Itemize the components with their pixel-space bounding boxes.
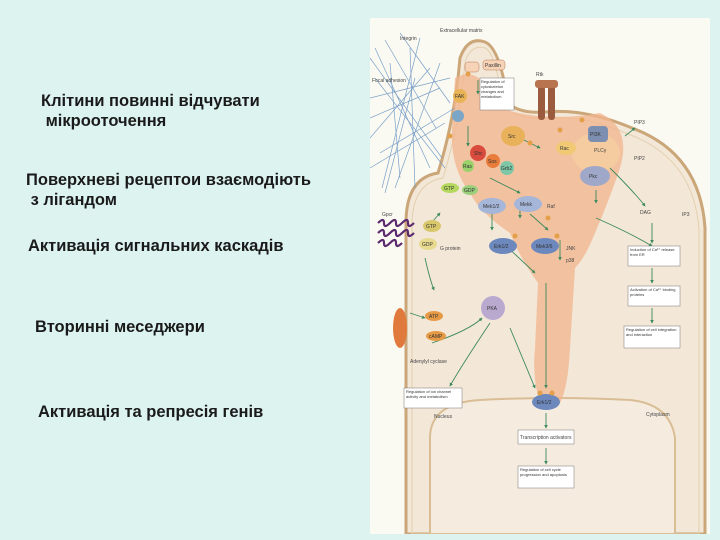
grb2-label: Grb2 bbox=[501, 166, 512, 172]
rtk-receptor bbox=[535, 80, 558, 120]
pathway-arrows bbox=[409, 80, 654, 465]
cytoplasm-label: Cytoplasm bbox=[646, 412, 670, 418]
transcription-box: Transcription activators bbox=[520, 435, 572, 441]
extracellular-matrix-label: Extracellular matrix bbox=[440, 28, 483, 34]
bullet-second-messengers: Вторинні меседжери bbox=[35, 318, 205, 336]
rac-label: Rac bbox=[560, 146, 569, 152]
gtp-label-top: GTP bbox=[444, 186, 455, 192]
signaling-pathway-figure: Rtk Gpcr Adenylyl cyclase Integrin Extr bbox=[370, 18, 710, 534]
cell-cycle-box: Regulation of cell cycle progression and… bbox=[520, 467, 567, 477]
ras-label: Ras bbox=[463, 164, 472, 170]
pip3-label: PIP3 bbox=[634, 120, 645, 126]
mekk-label: Mekk bbox=[520, 202, 532, 208]
mek12-label: Mek1/2 bbox=[483, 204, 500, 210]
focal-adhesion-label: Focal adhesion bbox=[372, 78, 406, 84]
rtk-label: Rtk bbox=[536, 72, 544, 78]
adenylyl-cyclase-shape bbox=[393, 308, 407, 348]
bullet-signaling-cascades: Активація сигнальних каскадів bbox=[28, 237, 284, 255]
raf-label: Raf bbox=[547, 204, 555, 210]
ca-release-box: Induction of Ca²⁺ release from ER bbox=[630, 247, 675, 257]
cell-integration-box: Regulation of cell integration and inter… bbox=[626, 327, 677, 337]
atp-label: ATP bbox=[429, 314, 439, 320]
bullet-sense-microenvironment: Клітини повинні відчувати мікрооточення bbox=[41, 92, 260, 130]
pka-label: PKA bbox=[487, 306, 498, 312]
pi3k-glow bbox=[572, 133, 620, 173]
g-protein-label: G protein bbox=[440, 246, 461, 252]
plcg-label: PLCγ bbox=[594, 148, 607, 154]
mek3-6-label: Mek3/6 bbox=[536, 244, 553, 250]
ca-binding-box: Activation of Ca²⁺ binding proteins bbox=[630, 287, 676, 297]
integrin-label: Integrin bbox=[400, 36, 417, 42]
dag-label: DAG bbox=[640, 210, 651, 216]
shc-label: Shc bbox=[474, 151, 483, 157]
paxillin-label: Paxillin bbox=[485, 63, 501, 69]
cytoskeleton-text: Regulation of cytoskeleton changes and m… bbox=[481, 79, 505, 99]
jnk-label: JNK bbox=[566, 246, 576, 252]
ip3-label: IP3 bbox=[682, 212, 690, 218]
sos-label: Sos bbox=[488, 159, 497, 165]
erk12-nucleus-label: Erk1/2 bbox=[537, 400, 552, 406]
phosphate-markers bbox=[447, 71, 585, 396]
bullet-gene-regulation: Активація та репресія генів bbox=[38, 403, 264, 421]
adenylyl-cyclase-label: Adenylyl cyclase bbox=[410, 359, 447, 365]
extracellular-matrix-fibers bbox=[370, 32, 456, 194]
bullet-surface-receptors: Поверхневі рецептои взаємодіють з ліганд… bbox=[26, 171, 311, 209]
pi3k-label: PI3K bbox=[590, 132, 602, 138]
gdp-label-gprotein: GDP bbox=[422, 242, 434, 248]
ion-channel-box: Regulation of ion channel activity and m… bbox=[406, 389, 452, 399]
p38-label: p38 bbox=[566, 258, 575, 264]
cytoskeleton-box bbox=[479, 77, 515, 111]
erk12-top-label: Erk1/2 bbox=[494, 244, 509, 250]
pkc-label: Pkc bbox=[589, 174, 598, 180]
signaling-diagram: Rtk Gpcr Adenylyl cyclase Integrin Extr bbox=[370, 28, 707, 534]
camp-label: cAMP bbox=[429, 334, 443, 340]
pip2-label: PIP2 bbox=[634, 156, 645, 162]
gdp-label-top: GDP bbox=[464, 188, 476, 194]
src-label: Src bbox=[508, 134, 516, 140]
gpcr-label: Gpcr bbox=[382, 212, 393, 218]
gtp-label-gprotein: GTP bbox=[426, 224, 437, 230]
gpcr-receptor bbox=[377, 218, 415, 248]
nucleus-label: Nucleus bbox=[434, 414, 453, 420]
fak-label: FAK bbox=[455, 94, 465, 100]
